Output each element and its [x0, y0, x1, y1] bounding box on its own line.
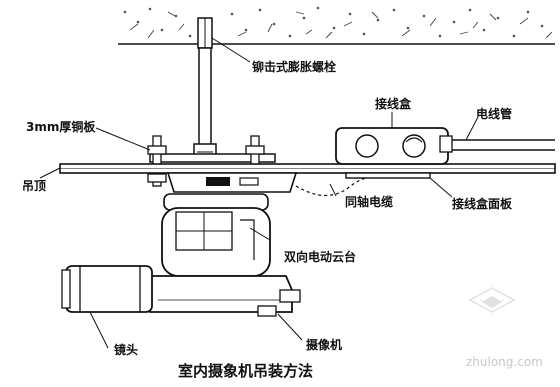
figure-caption: 室内摄象机吊装方法 [178, 362, 314, 380]
label-camera: 摄像机 [306, 338, 343, 352]
suspended-ceiling [59, 163, 556, 174]
label-junction-box: 接线盒 [375, 97, 412, 111]
label-pan-tilt: 双向电动云台 [284, 250, 357, 264]
watermark-logo [468, 287, 516, 313]
label-coax-cable: 同轴电缆 [345, 195, 394, 209]
expansion-bolt [193, 17, 217, 161]
junction-box [335, 127, 453, 179]
camera-body [145, 275, 301, 317]
leader-lines [39, 37, 479, 349]
lens [61, 265, 153, 313]
label-expansion-bolt: 铆击式膨胀螺栓 [252, 60, 337, 74]
pan-tilt-head [161, 193, 271, 277]
label-junction-box-panel: 接线盒面板 [452, 197, 513, 211]
label-conduit: 电线管 [476, 107, 513, 121]
watermark-text: zhulong.com [466, 355, 543, 369]
label-suspended-ceiling: 吊顶 [22, 179, 47, 193]
coax-cable [295, 177, 367, 197]
label-copper-plate: 3mm厚铜板 [26, 120, 96, 134]
label-lens: 镜头 [114, 343, 139, 357]
mounting-base [166, 172, 298, 193]
copper-plate-assembly [147, 135, 276, 187]
conduit [452, 139, 555, 151]
concrete-slab [118, 6, 555, 45]
